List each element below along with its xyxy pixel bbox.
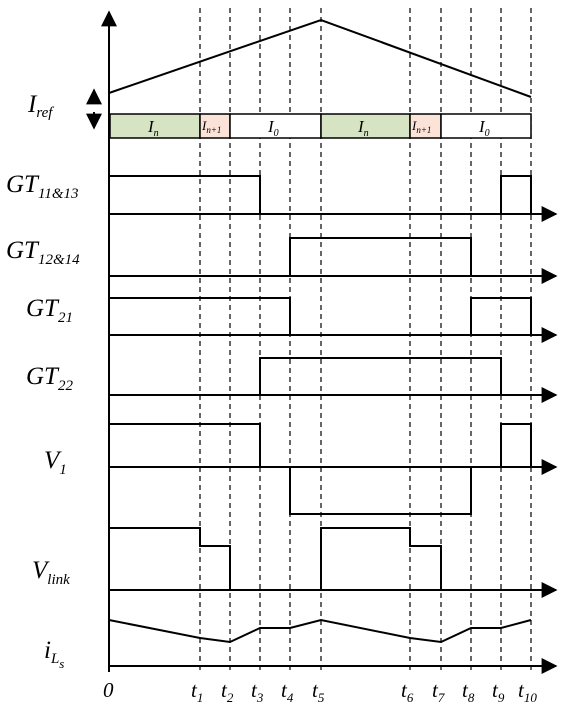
waveform-gt22: [259, 357, 502, 395]
reference-triangle: [108, 18, 532, 98]
waveforms: [108, 175, 532, 644]
tick-t3: t3: [251, 678, 264, 705]
waveform-gt1214: [289, 237, 472, 276]
label-gt21: GT21: [26, 295, 73, 326]
time-tick-labels: 0 t1 t2 t3 t4 t5 t6 t7 t8 t9 t10: [103, 678, 537, 705]
tick-t2: t2: [221, 678, 234, 705]
segment-i0-2: [440, 113, 532, 139]
waveform-gt21: [109, 297, 291, 335]
tick-t4: t4: [281, 678, 294, 705]
waveform-v1: [109, 423, 532, 515]
waveform-ils: [108, 618, 532, 644]
segment-label: I0: [267, 117, 279, 139]
label-v1: V1: [44, 447, 67, 478]
tick-t5: t5: [312, 678, 325, 705]
segment-label: In+1: [411, 118, 431, 135]
label-gt1113: GT11&13: [6, 171, 79, 202]
segment-in-1: [109, 113, 201, 139]
waveform-vlink: [109, 527, 231, 590]
waveform-gt21-end: [470, 297, 532, 335]
signal-labels: Iref GT11&13 GT12&14 GT21 GT22 V1 Vlink …: [6, 91, 80, 671]
segment-label: I0: [478, 117, 490, 139]
time-markers: [199, 8, 532, 672]
label-gt22: GT22: [26, 363, 73, 394]
tick-t10: t10: [518, 678, 537, 705]
signal-baselines: [109, 206, 558, 674]
tick-t7: t7: [432, 678, 445, 705]
segment-label: In: [147, 117, 159, 139]
current-segment-band: In In+1 I0 In In+1 I0: [109, 113, 532, 139]
label-gt1214: GT12&14: [6, 237, 80, 268]
waveform-gt1113: [109, 175, 261, 214]
segment-label: In: [357, 117, 369, 139]
label-iref: Iref: [27, 91, 54, 121]
tick-t8: t8: [462, 678, 475, 705]
label-ils: iLs: [44, 637, 64, 671]
tick-t1: t1: [191, 678, 203, 705]
tick-0: 0: [103, 678, 114, 702]
segment-label: In+1: [201, 118, 221, 135]
tick-t9: t9: [492, 678, 505, 705]
waveform-gt1113-end: [500, 175, 532, 214]
label-vlink: Vlink: [32, 557, 70, 588]
waveform-vlink-second: [320, 527, 442, 590]
tick-t6: t6: [401, 678, 414, 705]
